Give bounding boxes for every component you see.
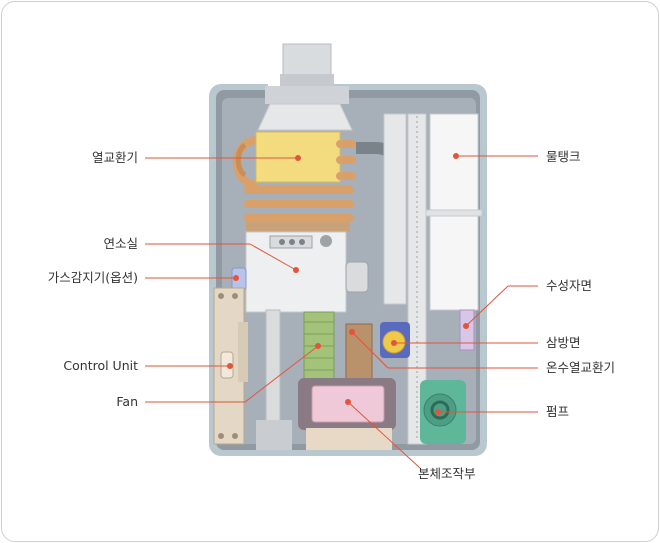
label-control-unit: Control Unit — [63, 358, 138, 373]
label-main-control: 본체조작부 — [418, 466, 476, 481]
leader-lines — [145, 153, 538, 469]
copper-fin-2 — [244, 200, 354, 208]
exhaust-collar — [280, 74, 334, 86]
label-fan: Fan — [116, 394, 138, 409]
label-gas-detector: 가스감지기(옵션) — [48, 270, 138, 285]
label-three-way: 삼방면 — [546, 335, 581, 350]
water-control-valve — [459, 309, 475, 351]
copper-fin-3 — [244, 214, 354, 222]
heat-exchanger-hood — [257, 103, 353, 131]
copper-fin-1 — [244, 186, 354, 194]
vertical-pipe-1 — [383, 113, 407, 305]
duct-base — [265, 86, 349, 104]
label-combustion-chamber: 연소실 — [103, 236, 138, 251]
label-pump: 펌프 — [546, 404, 569, 419]
label-heat-exchanger: 열교환기 — [92, 150, 138, 165]
label-water-control: 수성자면 — [546, 278, 592, 293]
vertical-pipe-2 — [407, 113, 427, 445]
label-water-tank: 물탱크 — [546, 149, 581, 164]
label-hot-water-exchanger: 온수열교환기 — [546, 360, 615, 375]
